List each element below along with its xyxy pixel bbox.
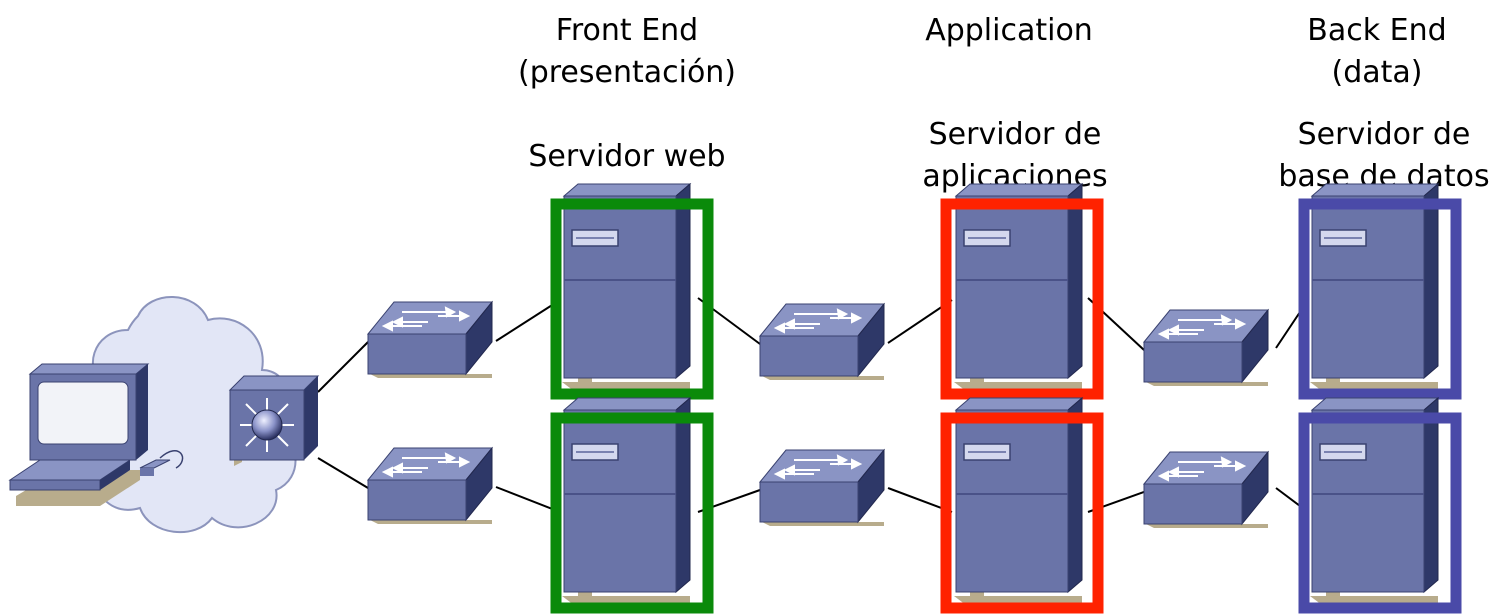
- switch-icon: [759, 449, 885, 527]
- web-server-top: [550, 183, 714, 400]
- link-router-switch-top: [317, 341, 369, 393]
- switch-icon: [1143, 309, 1269, 387]
- tier-frame: [550, 198, 714, 400]
- tier-frame: [1298, 412, 1462, 614]
- tier-frame: [940, 412, 1104, 614]
- app-server-label-line1: Servidor de: [929, 117, 1102, 152]
- pc-icon: [8, 363, 184, 506]
- link-router-switch-bottom: [317, 457, 369, 489]
- link-switch-web-bottom: [495, 486, 561, 513]
- front-end-subtitle: (presentación): [518, 55, 736, 90]
- tier-labels: Front End (presentación) Servidor web Ap…: [518, 13, 1490, 194]
- back-end-subtitle: (data): [1332, 55, 1423, 90]
- switch-icon: [1143, 451, 1269, 529]
- multilayer-switch-icon: [228, 375, 320, 466]
- app-server-top: [940, 183, 1104, 400]
- db-server-top: [1298, 183, 1462, 400]
- web-server-label: Servidor web: [528, 139, 725, 174]
- app-server-bottom: [940, 397, 1104, 614]
- tier-frame: [550, 412, 714, 614]
- switch-icon: [759, 303, 885, 381]
- back-end-title: Back End: [1307, 13, 1446, 48]
- application-title: Application: [925, 13, 1093, 48]
- db-server-bottom: [1298, 397, 1462, 614]
- tier-frame: [1298, 198, 1462, 400]
- web-server-bottom: [550, 397, 714, 614]
- switch-icon: [367, 301, 493, 379]
- front-end-title: Front End: [556, 13, 698, 48]
- db-server-label-line1: Servidor de: [1298, 117, 1471, 152]
- tier-frame: [940, 198, 1104, 400]
- switch-icon: [367, 447, 493, 525]
- link-switch-web-top: [495, 299, 561, 342]
